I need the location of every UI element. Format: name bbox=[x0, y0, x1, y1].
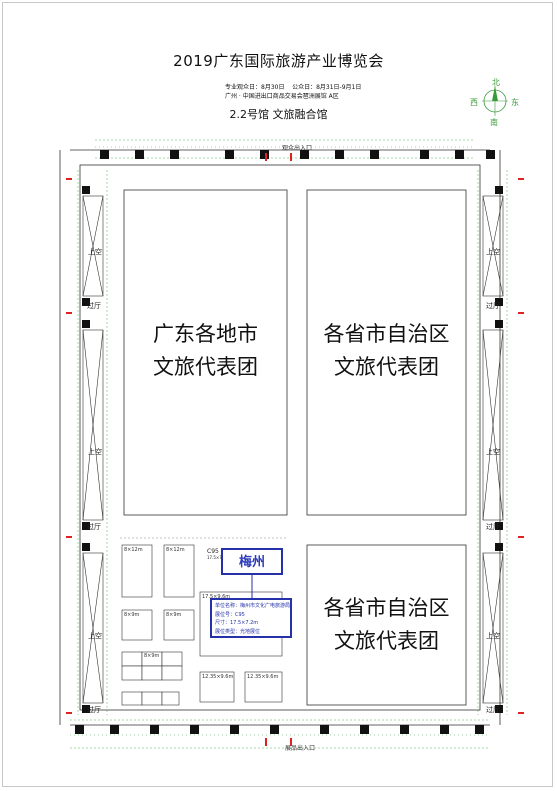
booth-8x12-b bbox=[163, 544, 195, 598]
booth-size-label: 8×9m bbox=[144, 653, 160, 659]
left-side-voids bbox=[82, 195, 104, 704]
booth-info-line: 展位类型：光地展位 bbox=[215, 628, 261, 635]
booth-size-label: 8×12m bbox=[124, 547, 143, 553]
left-pass-label-1: 过厅 bbox=[87, 302, 101, 310]
booth-12-35-a bbox=[199, 671, 235, 703]
right-pass-label-1: 过厅 bbox=[486, 302, 500, 310]
public-day: 公众日：8月31日-9月1日 bbox=[292, 84, 362, 91]
side-green-rails bbox=[77, 170, 508, 715]
booth-12-35-b bbox=[244, 671, 283, 703]
side-door-marks bbox=[66, 178, 524, 714]
booth-size-label: 8×12m bbox=[166, 547, 185, 553]
side-pillars bbox=[82, 186, 503, 713]
zone-guangdong-label: 广东各地市 文旅代表团 bbox=[124, 318, 287, 384]
left-pass-label-3: 过厅 bbox=[87, 706, 101, 714]
zone-provinces-top-label: 各省市自治区 文旅代表团 bbox=[307, 318, 466, 384]
zone-provinces-bottom-line2: 文旅代表团 bbox=[334, 629, 439, 653]
right-void-label-1: 上空 bbox=[486, 248, 500, 256]
meizhou-booth-highlight[interactable]: 梅州 bbox=[221, 548, 283, 575]
compass-south-label: 南 bbox=[490, 118, 498, 127]
exhibit-entrance-label: 展品出入口 bbox=[285, 745, 316, 752]
top-structure-row bbox=[70, 139, 490, 749]
left-void-label-1: 上空 bbox=[88, 248, 102, 256]
right-pass-label-3: 过厅 bbox=[486, 706, 500, 714]
compass-west-label: 西 bbox=[470, 98, 478, 107]
booth-size-label: 12.35×9.6m bbox=[247, 674, 279, 680]
booth-size-label: 17.5×9.6m bbox=[202, 594, 231, 600]
compass-icon bbox=[482, 86, 508, 116]
booth-size-label: 12.35×9.6m bbox=[202, 674, 234, 680]
compass-north-label: 北 bbox=[492, 78, 500, 87]
booth-size-small: 17.5×7.2m bbox=[207, 555, 230, 560]
booth-size-label: 8×9m bbox=[166, 612, 182, 618]
event-dates: 专业观众日：8月30日 公众日：8月31日-9月1日 广州 · 中国进出口商品交… bbox=[225, 83, 361, 101]
compass-east-label: 东 bbox=[511, 98, 519, 107]
map-title: 2019广东国际旅游产业博览会 bbox=[173, 52, 384, 70]
entrance-arrow-bottom bbox=[265, 738, 292, 746]
zone-guangdong bbox=[123, 189, 288, 516]
booth-8x12-a bbox=[121, 544, 153, 598]
zone-provinces-top-line2: 文旅代表团 bbox=[334, 355, 439, 379]
zone-provinces-bottom-line1: 各省市自治区 bbox=[323, 596, 450, 620]
booth-code: C95 bbox=[207, 548, 219, 555]
venue: 广州 · 中国进出口商品交易会琶洲展馆 A区 bbox=[225, 93, 339, 100]
booth-info-line: 展位号：C95 bbox=[215, 611, 245, 618]
right-side-voids bbox=[482, 195, 504, 704]
zone-guangdong-line2: 文旅代表团 bbox=[153, 355, 258, 379]
right-void-label-2: 上空 bbox=[486, 448, 500, 456]
booth-size-label: 8×9m bbox=[124, 612, 140, 618]
booth-code-label: C95 17.5×7.2m bbox=[207, 548, 230, 560]
pro-day: 专业观众日：8月30日 bbox=[225, 84, 285, 91]
visitor-entrance-label: 观众出入口 bbox=[282, 145, 313, 152]
zone-guangdong-line1: 广东各地市 bbox=[153, 322, 258, 346]
left-void-label-2: 上空 bbox=[88, 448, 102, 456]
booth-8x9-a bbox=[121, 609, 153, 641]
zone-provinces-top bbox=[306, 189, 467, 516]
right-pass-label-2: 过厅 bbox=[486, 523, 500, 531]
right-void-label-3: 上空 bbox=[486, 632, 500, 640]
left-void-label-3: 上空 bbox=[88, 632, 102, 640]
zone-provinces-bottom-label: 各省市自治区 文旅代表团 bbox=[307, 592, 466, 658]
left-pass-label-2: 过厅 bbox=[87, 523, 101, 531]
hall-name: 2.2号馆 文旅融合馆 bbox=[229, 108, 328, 121]
entrance-arrow-top bbox=[265, 153, 292, 161]
booth-info-line: 单位名称：梅州市文化广电旅游局 bbox=[215, 603, 291, 609]
booth-info-line: 尺寸：17.5×7.2m bbox=[215, 620, 259, 626]
zone-provinces-bottom bbox=[306, 544, 467, 706]
booth-8x9-b bbox=[163, 609, 195, 641]
pillars-bottom bbox=[75, 725, 484, 734]
booth-info-card: 单位名称：梅州市文化广电旅游局 展位号：C95 尺寸：17.5×7.2m 展位类… bbox=[210, 598, 292, 638]
zone-provinces-top-line1: 各省市自治区 bbox=[323, 322, 450, 346]
pillars-top bbox=[100, 150, 495, 159]
